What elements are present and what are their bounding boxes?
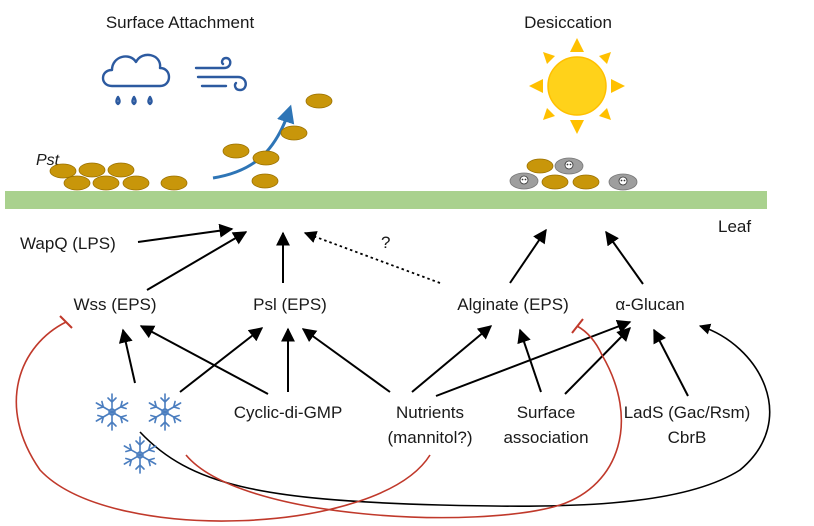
arrow-lads-to-glucan (653, 328, 689, 397)
node-wapq: WapQ (LPS) (20, 234, 116, 253)
arrow-wss-to-leaf (146, 231, 248, 291)
arrow-alginate-to-leaf (509, 228, 547, 284)
desiccation-header: Desiccation (524, 13, 612, 32)
node-psl: Psl (EPS) (253, 295, 327, 314)
inhibition-bar-wss (59, 315, 73, 329)
arrow-cold-to-glucan (139, 323, 771, 507)
leaf-label: Leaf (718, 217, 751, 236)
node-wss: Wss (EPS) (73, 295, 156, 314)
inhibition-cold-to-alginate (185, 325, 623, 519)
detaching-bacteria (212, 93, 333, 189)
node-surface-line1: Surface (517, 403, 576, 422)
arrow-wapq-to-leaf (137, 223, 234, 243)
wind-icon (194, 56, 247, 92)
rain-cloud-icon (101, 53, 171, 106)
snowflake-icon (95, 393, 182, 474)
arrow-surface-to-alginate (517, 328, 542, 393)
node-surface-line2: association (503, 428, 588, 447)
detachment-arrow (212, 104, 295, 180)
arrow-nutrients-to-alginate (411, 325, 493, 393)
node-nutrients-line2: (mannitol?) (387, 428, 472, 447)
arrow-glucan-to-leaf (605, 230, 644, 285)
unknown-link-label: ? (381, 233, 390, 252)
arrow-nutrients-to-glucan (435, 319, 632, 397)
arrow-nutrients-to-psl (301, 328, 391, 393)
inhibition-bar-alginate (571, 318, 584, 334)
attached-bacteria (49, 162, 188, 191)
pst-label: Pst (36, 152, 60, 169)
arrow-cdg-to-wss (139, 325, 269, 395)
skull-icon (519, 160, 628, 186)
arrow-alginate-to-attachment-dotted (303, 231, 441, 284)
node-alpha-glucan: α-Glucan (615, 295, 684, 314)
node-alginate: Alginate (EPS) (457, 295, 569, 314)
arrow-surface-to-glucan (564, 327, 631, 395)
leaf-surface (5, 191, 767, 209)
node-lads-line2: CbrB (668, 428, 707, 447)
sun-icon (529, 38, 625, 134)
arrow-cold-to-wss (118, 328, 136, 384)
node-cyclic-di-gmp: Cyclic-di-GMP (234, 403, 343, 422)
node-nutrients-line1: Nutrients (396, 403, 464, 422)
arrow-cold-to-psl (179, 327, 264, 393)
surface-attachment-header: Surface Attachment (106, 13, 255, 32)
node-lads-line1: LadS (Gac/Rsm) (624, 403, 751, 422)
inhibition-nutrients-to-wss (15, 321, 431, 522)
desiccated-bacteria (509, 157, 638, 191)
